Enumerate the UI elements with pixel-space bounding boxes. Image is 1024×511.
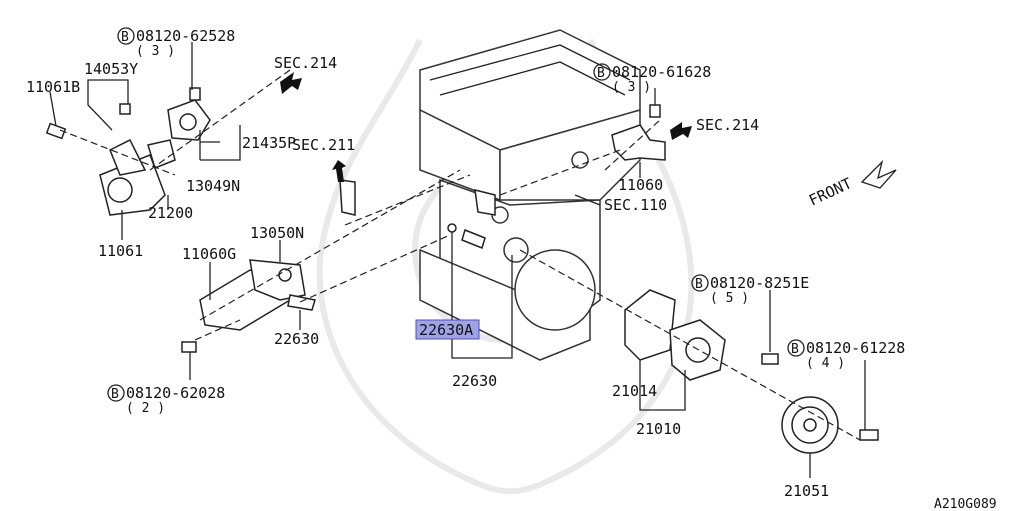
label-11060g: 11060G (182, 245, 236, 263)
label-13050n: 13050N (250, 224, 304, 242)
label-08120-61228-qty: ( 4 ) (806, 356, 845, 371)
bolt-marker-3: B (695, 277, 703, 292)
label-13049n: 13049N (186, 177, 240, 195)
label-08120-8251e: 08120-8251E (710, 274, 809, 292)
leader-lines (49, 42, 866, 478)
label-08120-62528-qty: ( 3 ) (136, 44, 175, 59)
label-08120-62028-qty: ( 2 ) (126, 401, 165, 416)
water-pump-21010 (624, 289, 779, 381)
pulley-21051 (781, 396, 879, 454)
label-08120-61628-qty: ( 3 ) (612, 80, 651, 95)
arrow-sec214-right (670, 122, 692, 140)
label-22630a: 22630A (419, 321, 473, 339)
label-21200: 21200 (148, 204, 193, 222)
label-21014: 21014 (612, 382, 657, 400)
bolt-marker-1: B (121, 30, 129, 45)
label-08120-62028: 08120-62028 (126, 384, 225, 402)
label-front: FRONT (806, 174, 855, 209)
thermostat-housing (45, 87, 211, 216)
arrow-sec214-left (280, 72, 302, 94)
section-arrows (280, 72, 692, 182)
bolt-marker-5: B (111, 387, 119, 402)
alignment-lines (59, 69, 861, 441)
label-22630-center: 22630 (452, 372, 497, 390)
label-21010: 21010 (636, 420, 681, 438)
label-sec211: SEC.211 (292, 136, 355, 154)
label-11061: 11061 (98, 242, 143, 260)
bolt-marker-2: B (597, 66, 605, 81)
label-14053y: 14053Y (84, 60, 138, 78)
label-08120-61628: 08120-61628 (612, 63, 711, 81)
engine-block (419, 29, 641, 361)
bolt-marker-4: B (791, 342, 799, 357)
label-08120-8251e-qty: ( 5 ) (710, 291, 749, 306)
label-sec214-right: SEC.214 (696, 116, 759, 134)
arrow-sec211 (332, 160, 346, 182)
label-21435p: 21435P (242, 134, 296, 152)
water-outlet-11060g (181, 179, 356, 353)
highlight-22630 (415, 319, 480, 340)
front-arrow-icon (860, 159, 897, 189)
label-11061b: 11061B (26, 78, 80, 96)
sensor-22630a (447, 189, 496, 250)
label-11060: 11060 (618, 176, 663, 194)
label-22630-left: 22630 (274, 330, 319, 348)
label-08120-61228: 08120-61228 (806, 339, 905, 357)
label-sec110: SEC.110 (604, 196, 667, 214)
diagram-id: A210G089 (934, 497, 997, 511)
label-08120-62528: 08120-62528 (136, 27, 235, 45)
label-21051: 21051 (784, 482, 829, 500)
bolt-markers (107, 27, 805, 402)
label-sec214-left: SEC.214 (274, 54, 337, 72)
